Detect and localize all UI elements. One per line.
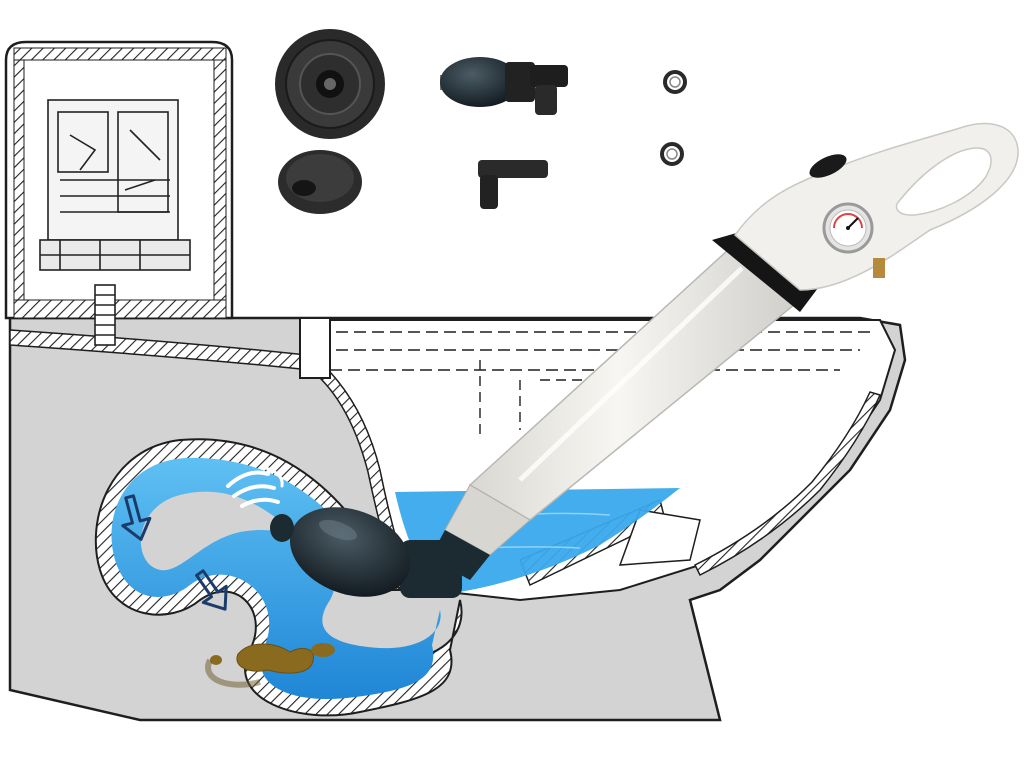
rubber-bulb-head	[270, 484, 531, 598]
small-ring-2	[660, 142, 684, 166]
large-suction-cup	[275, 29, 385, 139]
small-ring-1	[663, 70, 687, 94]
pressure-gauge	[822, 202, 874, 254]
elbow-connector	[478, 160, 548, 209]
air-flow-icon	[226, 466, 284, 508]
fill-valve-mechanism	[39, 99, 191, 346]
down-arrow-icon	[195, 569, 228, 611]
bulb-adapter	[440, 57, 568, 115]
clog-blockage	[205, 643, 335, 688]
down-arrow-icon	[121, 494, 152, 541]
small-suction-cup	[278, 150, 362, 214]
air-pressure-plunger	[468, 122, 1019, 521]
